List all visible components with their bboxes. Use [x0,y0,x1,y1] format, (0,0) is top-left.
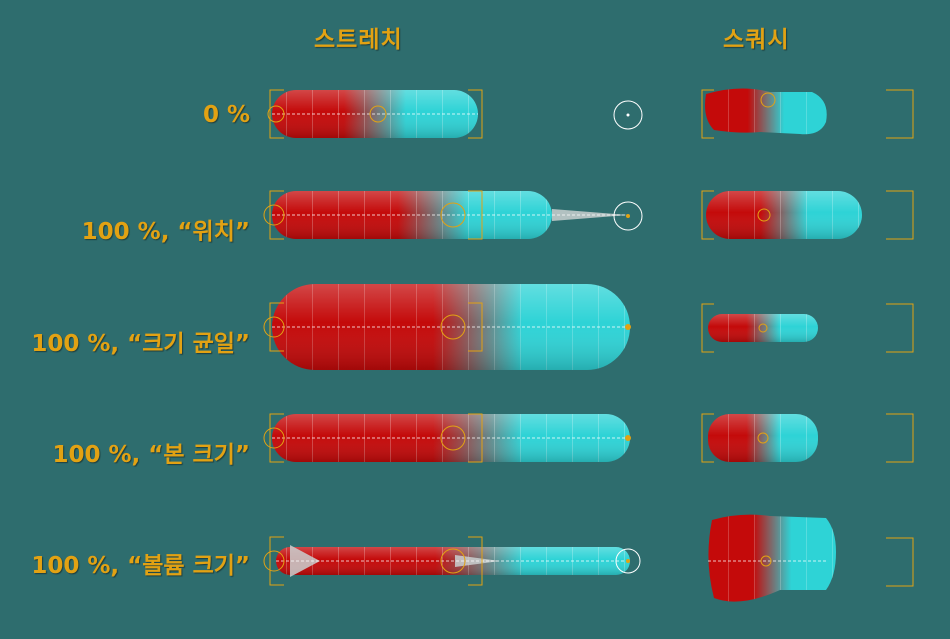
squash-bone-0-percent [702,88,913,138]
helper-circle-0-percent [614,101,642,129]
stretch-bone-0-percent [268,90,482,138]
stretch-bone-uniform-scale [264,284,631,370]
squash-bone-volume-scale [708,515,913,602]
squash-bone-position [702,191,913,239]
squash-bone-uniform-scale [702,304,913,352]
squash-bone-bone-scale [702,414,913,462]
stretch-bone-volume-scale [264,537,640,585]
stretch-bone-bone-scale [264,414,631,462]
stretch-bone-position [264,191,642,239]
